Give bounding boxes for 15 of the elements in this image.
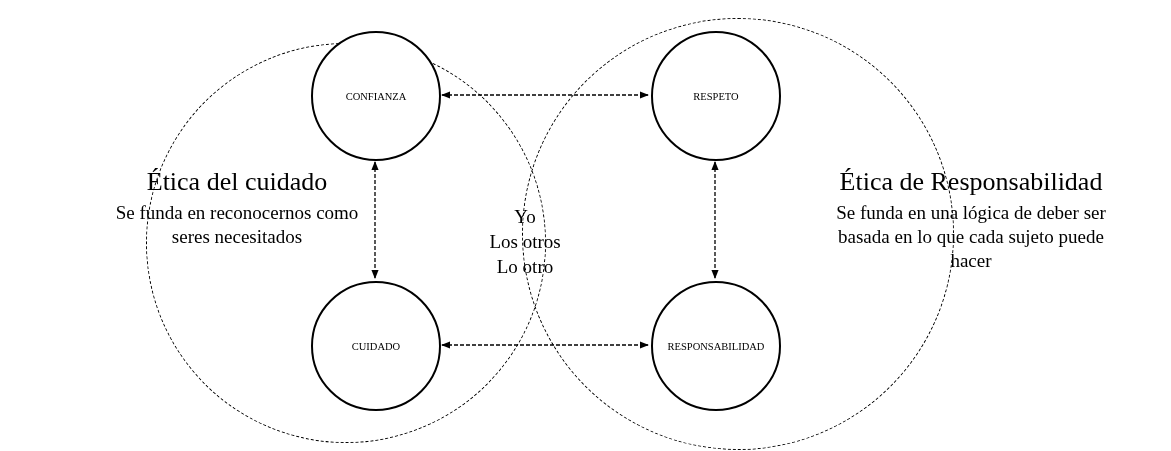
ethics-description: Se funda en reconocernos como seres necesitados bbox=[114, 201, 360, 249]
concept-label: CUIDADO bbox=[351, 340, 401, 352]
double-arrow bbox=[711, 161, 719, 279]
concept-label: RESPONSABILIDAD bbox=[667, 340, 765, 352]
double-arrow bbox=[441, 91, 649, 99]
double-arrow bbox=[371, 161, 379, 279]
overlap-text: Los otros bbox=[488, 231, 562, 253]
overlap-text: Yo bbox=[513, 206, 537, 228]
ethics-heading: Ética del cuidado bbox=[145, 166, 329, 198]
concept-label: CONFIANZA bbox=[345, 90, 407, 102]
double-arrow bbox=[441, 341, 649, 349]
ethics-description: Se funda en una lógica de deber ser basada en lo que cada sujeto puede hacer bbox=[835, 201, 1107, 273]
ethics-heading: Ética de Responsabilidad bbox=[838, 166, 1104, 198]
concept-label: RESPETO bbox=[693, 90, 739, 102]
overlap-text: Lo otro bbox=[495, 256, 555, 278]
